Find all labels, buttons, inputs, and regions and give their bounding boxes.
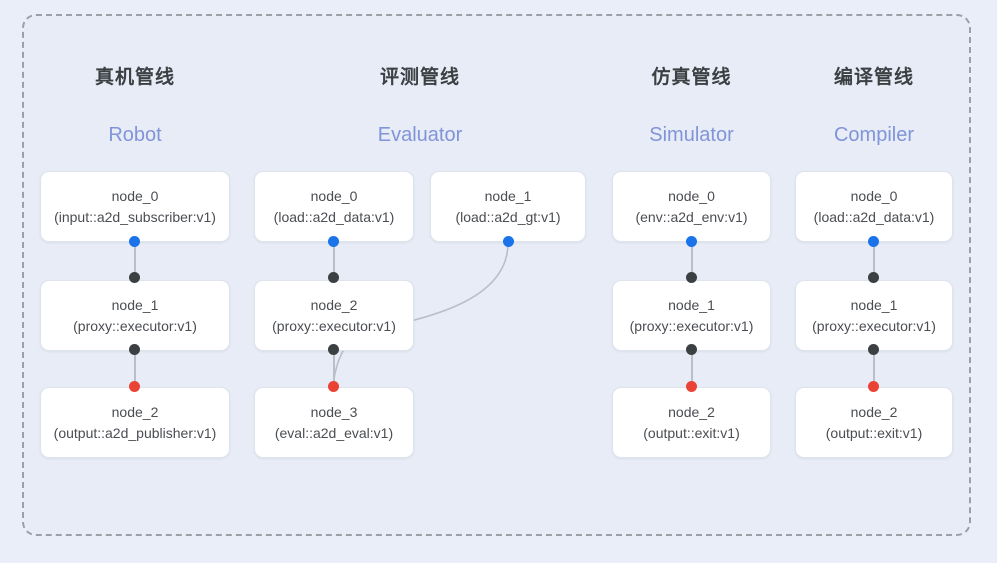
port-input-simulator-2[interactable] bbox=[686, 381, 697, 392]
node-name: node_0 bbox=[668, 187, 715, 204]
column-title-cn-compiler: 编译管线 bbox=[833, 67, 914, 88]
node-name: node_0 bbox=[850, 187, 898, 204]
port-output-simulator-0[interactable] bbox=[686, 236, 697, 247]
node-compiler-1[interactable]: node_1 (proxy::executor:v1) bbox=[795, 280, 953, 351]
node-evaluator-0[interactable]: node_0 (load::a2d_data:v1) bbox=[254, 171, 414, 242]
node-simulator-2[interactable]: node_2 (output::exit:v1) bbox=[612, 387, 771, 458]
node-robot-0[interactable]: node_0 (input::a2d_subscriber:v1) bbox=[40, 171, 230, 242]
port-output-compiler-1[interactable] bbox=[868, 344, 879, 355]
connector-simulator-1-2 bbox=[690, 349, 693, 387]
connector-robot-0-1 bbox=[133, 241, 136, 280]
port-input-robot-1[interactable] bbox=[129, 272, 140, 283]
connector-compiler-0-1 bbox=[872, 241, 875, 280]
port-input-simulator-1[interactable] bbox=[686, 272, 697, 283]
node-type: (proxy::executor:v1) bbox=[629, 317, 754, 334]
port-output-evaluator-1-gt[interactable] bbox=[503, 236, 514, 247]
column-title-en-simulator: Simulator bbox=[649, 124, 734, 146]
port-output-robot-0[interactable] bbox=[129, 236, 140, 247]
port-input-compiler-2[interactable] bbox=[868, 381, 879, 392]
node-name: node_2 bbox=[111, 403, 159, 420]
port-output-simulator-1[interactable] bbox=[686, 344, 697, 355]
node-robot-2[interactable]: node_2 (output::a2d_publisher:v1) bbox=[40, 387, 230, 458]
column-title-cn-evaluator: 评测管线 bbox=[379, 67, 460, 88]
connector-simulator-0-1 bbox=[690, 241, 693, 280]
node-name: node_1 bbox=[484, 187, 532, 204]
node-type: (output::exit:v1) bbox=[643, 424, 740, 441]
node-name: node_1 bbox=[850, 296, 898, 313]
node-name: node_1 bbox=[111, 296, 159, 313]
node-evaluator-1-gt[interactable]: node_1 (load::a2d_gt:v1) bbox=[430, 171, 586, 242]
column-title-cn-simulator: 仿真管线 bbox=[651, 67, 732, 88]
port-input-evaluator-2[interactable] bbox=[328, 272, 339, 283]
node-name: node_2 bbox=[668, 403, 715, 420]
node-type: (load::a2d_data:v1) bbox=[273, 208, 395, 225]
port-output-evaluator-2[interactable] bbox=[328, 344, 339, 355]
port-input-evaluator-3[interactable] bbox=[328, 381, 339, 392]
column-title-en-evaluator: Evaluator bbox=[377, 124, 463, 146]
column-title-en-compiler: Compiler bbox=[833, 124, 915, 146]
node-type: (proxy::executor:v1) bbox=[73, 317, 197, 334]
node-type: (eval::a2d_eval:v1) bbox=[274, 424, 394, 441]
column-title-cn-robot: 真机管线 bbox=[94, 67, 175, 88]
node-type: (output::a2d_publisher:v1) bbox=[53, 424, 217, 441]
node-type: (load::a2d_data:v1) bbox=[813, 208, 935, 225]
node-robot-1[interactable]: node_1 (proxy::executor:v1) bbox=[40, 280, 230, 351]
node-simulator-1[interactable]: node_1 (proxy::executor:v1) bbox=[612, 280, 771, 351]
node-name: node_0 bbox=[111, 187, 159, 204]
port-input-robot-2[interactable] bbox=[129, 381, 140, 392]
diagram-dashed-frame bbox=[22, 14, 971, 536]
node-simulator-0[interactable]: node_0 (env::a2d_env:v1) bbox=[612, 171, 771, 242]
node-compiler-0[interactable]: node_0 (load::a2d_data:v1) bbox=[795, 171, 953, 242]
port-output-robot-1[interactable] bbox=[129, 344, 140, 355]
port-output-compiler-0[interactable] bbox=[868, 236, 879, 247]
node-type: (env::a2d_env:v1) bbox=[635, 208, 748, 225]
node-name: node_0 bbox=[310, 187, 358, 204]
node-compiler-2[interactable]: node_2 (output::exit:v1) bbox=[795, 387, 953, 458]
port-input-compiler-1[interactable] bbox=[868, 272, 879, 283]
node-type: (proxy::executor:v1) bbox=[272, 317, 396, 334]
node-name: node_2 bbox=[310, 296, 358, 313]
port-output-evaluator-0[interactable] bbox=[328, 236, 339, 247]
node-evaluator-3[interactable]: node_3 (eval::a2d_eval:v1) bbox=[254, 387, 414, 458]
column-title-en-robot: Robot bbox=[108, 124, 162, 146]
node-type: (output::exit:v1) bbox=[825, 424, 923, 441]
node-type: (input::a2d_subscriber:v1) bbox=[54, 208, 216, 225]
node-type: (proxy::executor:v1) bbox=[812, 317, 936, 334]
node-name: node_1 bbox=[668, 296, 715, 313]
connector-compiler-1-2 bbox=[872, 349, 875, 387]
node-type: (load::a2d_gt:v1) bbox=[455, 208, 561, 225]
node-name: node_3 bbox=[310, 403, 358, 420]
node-evaluator-2[interactable]: node_2 (proxy::executor:v1) bbox=[254, 280, 414, 351]
node-name: node_2 bbox=[850, 403, 898, 420]
connector-robot-1-2 bbox=[133, 349, 136, 387]
